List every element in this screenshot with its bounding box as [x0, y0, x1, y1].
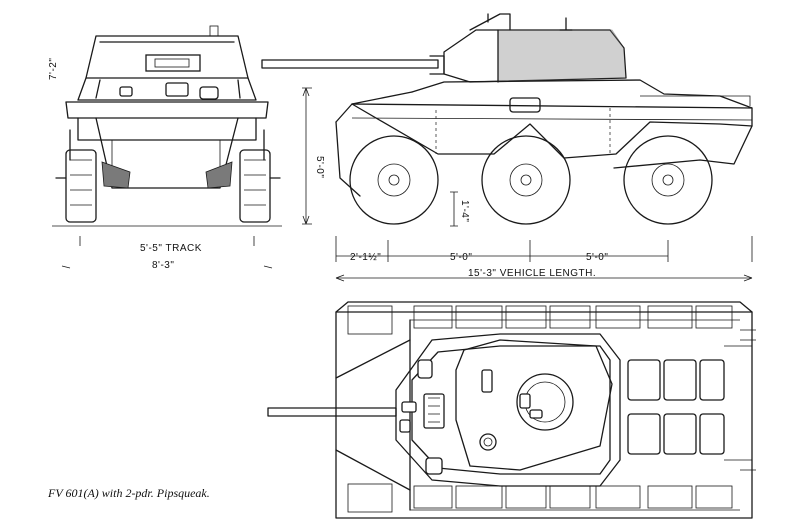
- height-dimension-group: 5'-0": [302, 87, 325, 225]
- length-dimensions: 2'-1½" 5'-0" 5'-0" 15'-3" VEHICLE LENGTH…: [335, 236, 753, 282]
- top-view: [267, 301, 756, 519]
- height-dimension: 5'-0": [314, 156, 325, 178]
- front-view: 7'-2": [48, 25, 282, 227]
- drawing-caption: FV 601(A) with 2-pdr. Pipsqueak.: [48, 486, 210, 500]
- front-dimensions: 5'-5" TRACK 8'-3": [61, 236, 273, 271]
- front-overhang-dimension: 2'-1½": [350, 252, 381, 263]
- wheelbase-rear-dimension: 5'-0": [586, 252, 608, 263]
- ground-clearance-dimension: 1'-4": [459, 200, 470, 222]
- wheelbase-front-dimension: 5'-0": [450, 252, 472, 263]
- overall-width-dimension: 8'-3": [152, 260, 174, 271]
- front-height-label: 7'-2": [48, 58, 59, 80]
- vehicle-length-dimension: 15'-3" VEHICLE LENGTH.: [468, 268, 596, 279]
- track-dimension: 5'-5" TRACK: [140, 243, 202, 254]
- side-view: 1'-4": [261, 13, 753, 227]
